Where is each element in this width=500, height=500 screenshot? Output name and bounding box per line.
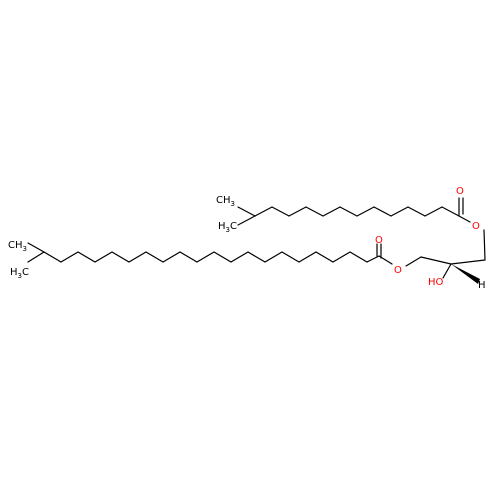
bond bbox=[424, 206, 443, 217]
lower-acyl-chain bbox=[27, 242, 422, 267]
bond bbox=[442, 263, 452, 279]
atom-labels: CH3 H3C CH3 H3C O O O O HO H bbox=[8, 186, 486, 291]
bond bbox=[366, 255, 380, 263]
bond bbox=[349, 251, 368, 263]
carbonyl-oxygen-label: O bbox=[375, 235, 383, 246]
bond bbox=[27, 242, 45, 253]
bond bbox=[450, 259, 486, 265]
bond bbox=[441, 206, 460, 217]
methyl-label: CH3 bbox=[8, 240, 27, 253]
bond bbox=[77, 251, 96, 263]
hydroxyl-label: HO bbox=[428, 277, 444, 288]
methyl-label: CH3 bbox=[216, 195, 235, 208]
bond bbox=[339, 206, 358, 217]
bond bbox=[420, 256, 452, 265]
bond bbox=[111, 251, 130, 263]
bond bbox=[390, 206, 409, 217]
stereo-hydrogen-label: H bbox=[478, 280, 486, 291]
ester-bond bbox=[378, 255, 393, 265]
stereo-wedge-bond bbox=[451, 264, 480, 284]
ester-bond bbox=[405, 256, 422, 267]
bond bbox=[288, 206, 307, 217]
bond bbox=[373, 206, 392, 217]
bond bbox=[213, 251, 232, 263]
bond bbox=[230, 251, 249, 263]
ester-oxygen-label: O bbox=[472, 221, 480, 232]
ester-bond bbox=[458, 215, 471, 223]
bond bbox=[179, 251, 198, 263]
methyl-label: H3C bbox=[10, 267, 29, 280]
glycerol-backbone bbox=[420, 256, 486, 284]
bond bbox=[27, 251, 45, 263]
bond bbox=[356, 206, 375, 217]
methyl-label: H3C bbox=[218, 221, 237, 234]
bond bbox=[322, 206, 341, 217]
bond bbox=[237, 215, 256, 226]
bond bbox=[60, 251, 79, 263]
bond bbox=[43, 251, 62, 263]
bond bbox=[196, 251, 215, 263]
bond bbox=[305, 206, 324, 217]
ester-oxygen-label: O bbox=[394, 265, 402, 276]
bond bbox=[162, 251, 181, 263]
bond bbox=[332, 251, 351, 263]
bond bbox=[94, 251, 113, 263]
bond bbox=[271, 206, 290, 217]
bond bbox=[298, 251, 317, 263]
bond bbox=[315, 251, 334, 263]
bond bbox=[247, 251, 266, 263]
bond bbox=[407, 206, 426, 217]
carbonyl-oxygen-label: O bbox=[456, 186, 464, 197]
bond bbox=[264, 251, 283, 263]
upper-acyl-chain bbox=[237, 197, 486, 261]
bond bbox=[281, 251, 300, 263]
bond bbox=[145, 251, 164, 263]
bond bbox=[254, 206, 273, 217]
bond bbox=[237, 206, 256, 217]
bond bbox=[128, 251, 147, 263]
ester-bond bbox=[483, 229, 486, 261]
